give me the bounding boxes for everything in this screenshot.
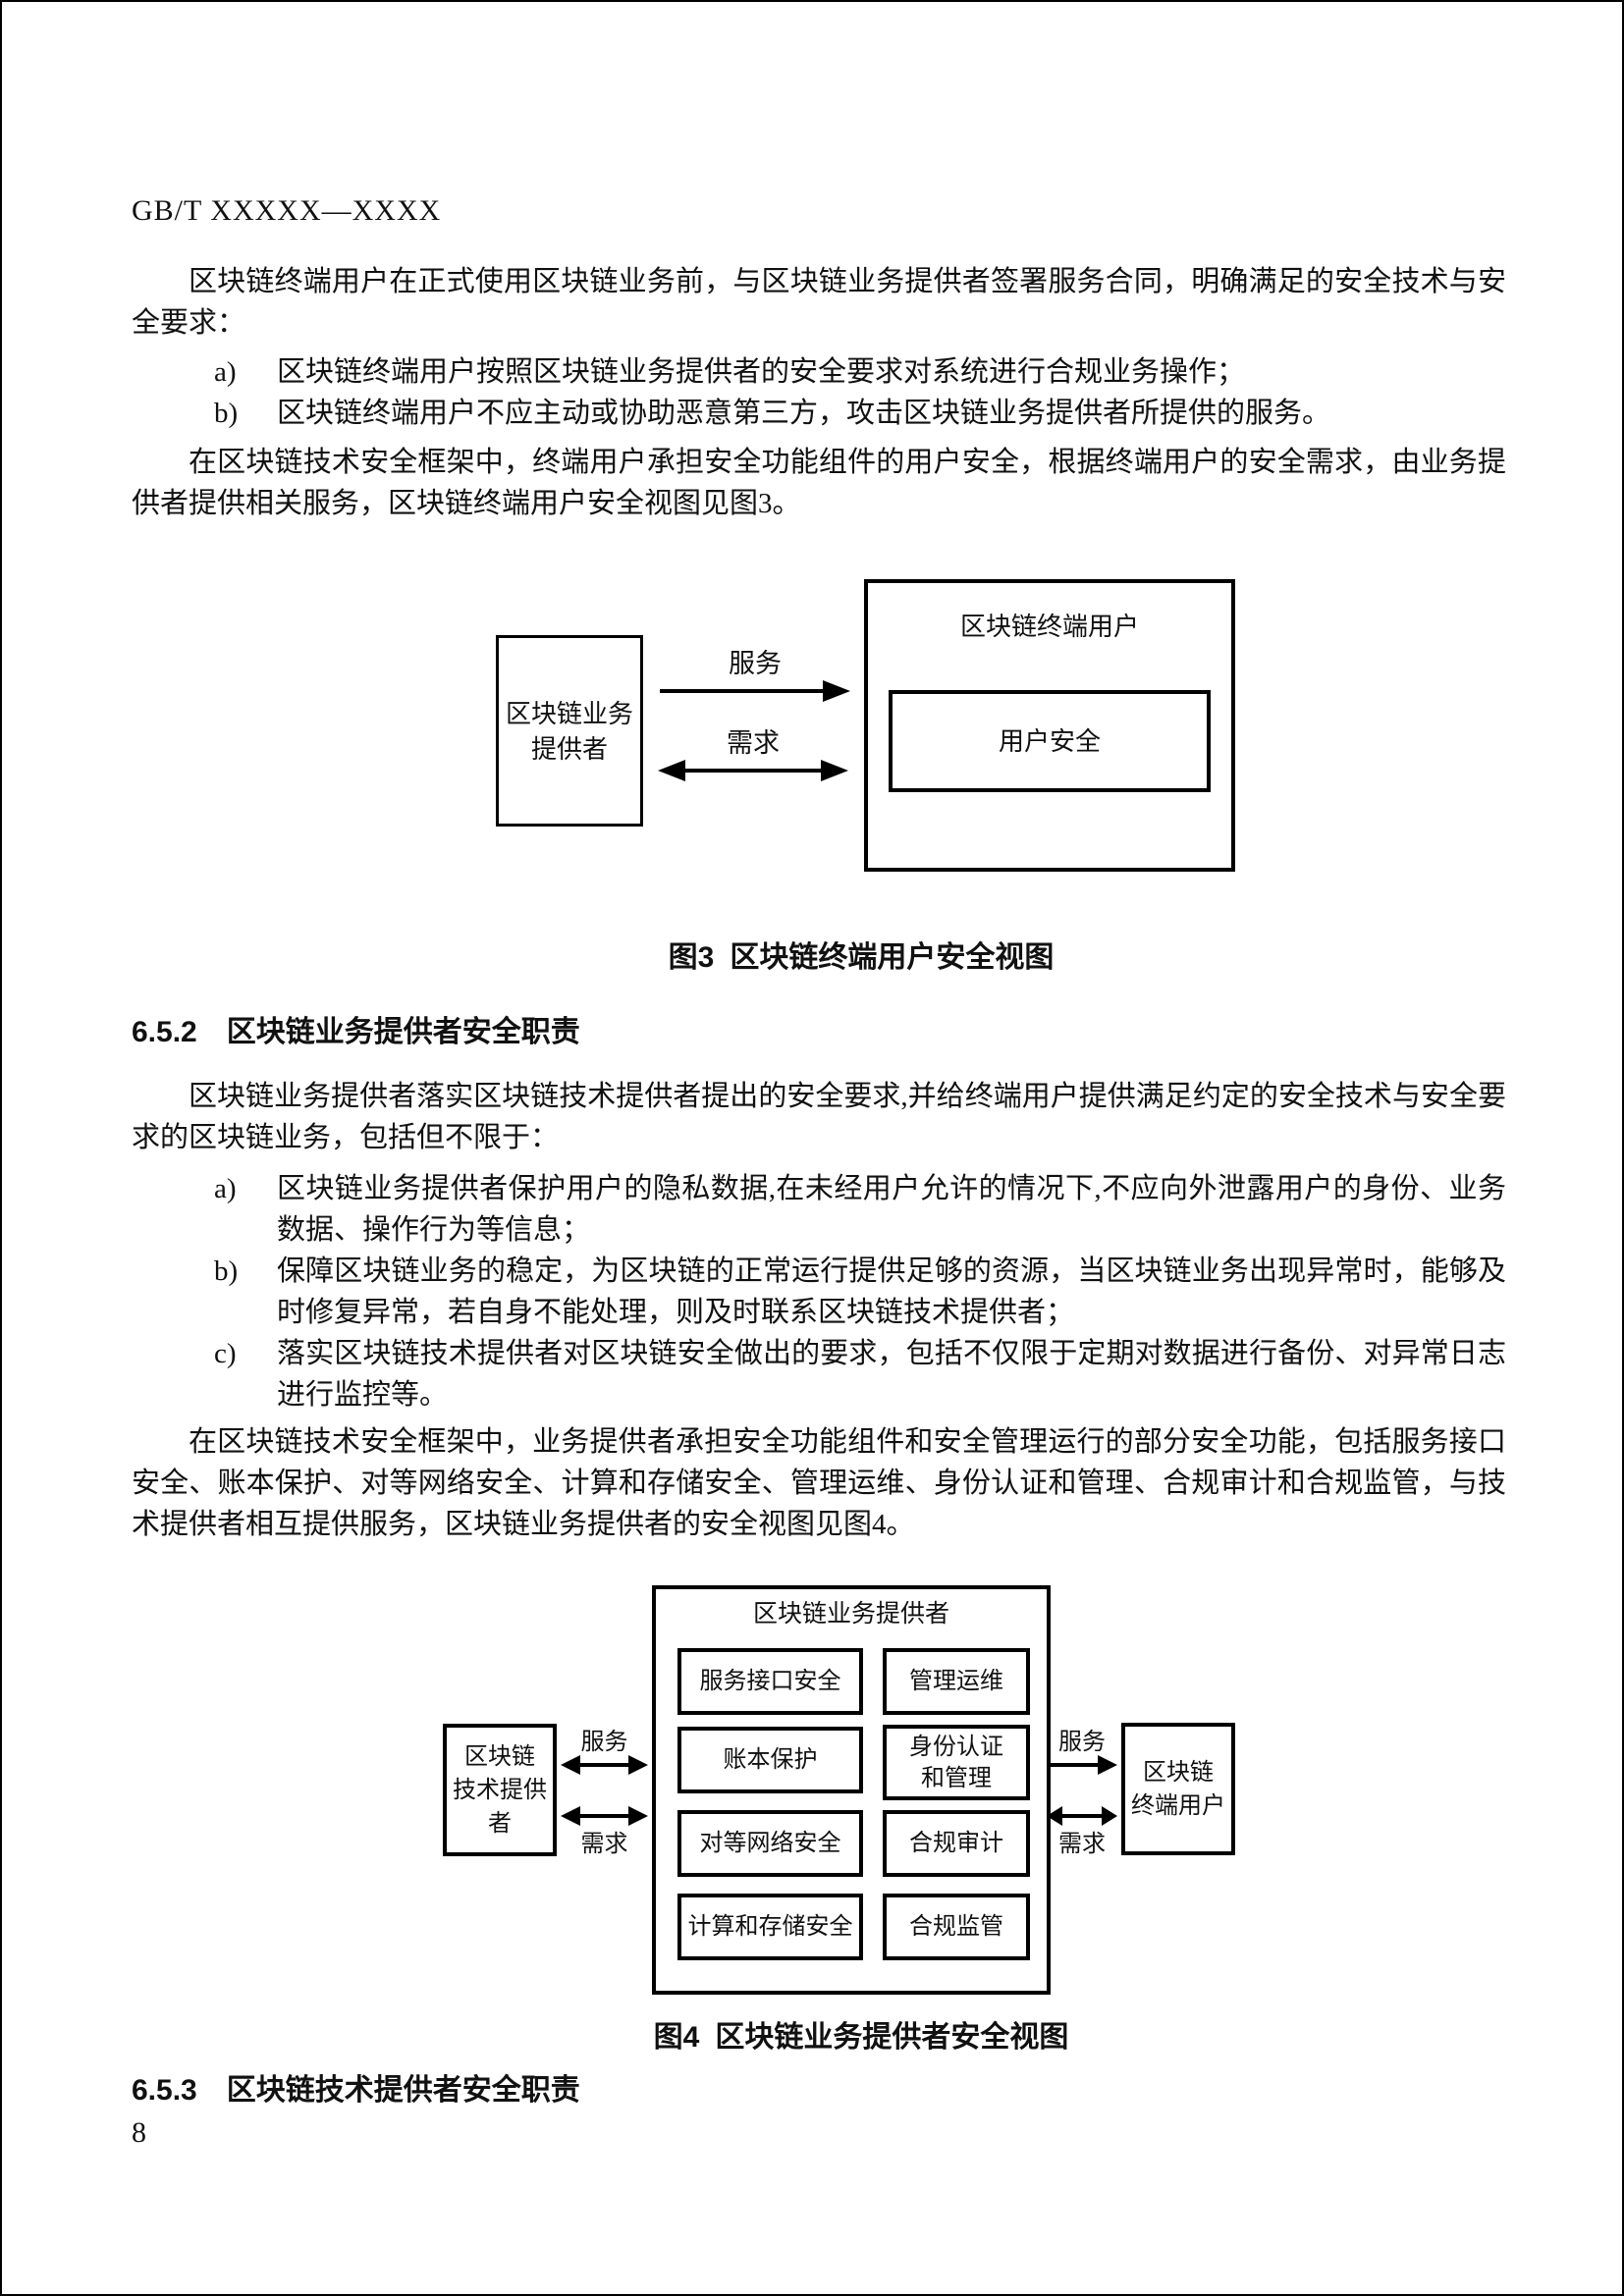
section-652-number: 6.5.2 [132, 1016, 197, 1048]
list-item-label: b) [214, 1255, 239, 1287]
figure4-right-demand-label: 需求 [1058, 1831, 1106, 1857]
section-652-heading: 6.5.2 区块链业务提供者安全职责 [132, 1015, 1506, 1050]
list-item: a) 区块链业务提供者保护用户的隐私数据,在未经用户允许的情况下,不应向外泄露用… [132, 1168, 1506, 1251]
figure3-provider-box: 区块链业务 提供者 [496, 635, 643, 827]
intro-paragraph-2: 在区块链技术安全框架中，终端用户承担安全功能组件的用户安全，根据终端用户的安全需… [132, 447, 1506, 519]
figure4-module-ops-management: 管理运维 [883, 1648, 1030, 1715]
figure4-tech-provider-box: 区块链 技术提供者 [443, 1724, 557, 1856]
list-item-text: 区块链终端用户按照区块链业务提供者的安全要求对系统进行合规业务操作； [277, 356, 1246, 388]
figure4-left-service-arrow-icon [561, 1755, 648, 1775]
section-653-title: 区块链技术提供者安全职责 [226, 2074, 580, 2107]
figure4-module-compute-storage-security: 计算和存储安全 [677, 1894, 863, 1960]
list-item: b) 区块链终端用户不应主动或协助恶意第三方，攻击区块链业务提供者所提供的服务。 [132, 393, 1506, 434]
figure3-caption-number: 图3 [668, 941, 715, 974]
figure3-caption: 图3 区块链终端用户安全视图 [132, 940, 1506, 976]
figure4-left-service-label: 服务 [580, 1729, 628, 1755]
list-item: a) 区块链终端用户按照区块链业务提供者的安全要求对系统进行合规业务操作； [132, 351, 1506, 393]
page-number: 8 [132, 2116, 146, 2149]
list-item: b) 保障区块链业务的稳定，为区块链的正常运行提供足够的资源，当区块链业务出现异… [132, 1251, 1506, 1333]
figure4-module-compliance-audit: 合规审计 [883, 1810, 1030, 1877]
list-item-text: 落实区块链技术提供者对区块链安全做出的要求，包括不仅限于定期对数据进行备份、对异… [277, 1338, 1506, 1411]
document-header: GB/T XXXXX—XXXX [132, 194, 442, 227]
figure3-service-label: 服务 [729, 649, 782, 678]
list-item-label: a) [214, 356, 237, 388]
figure3-caption-title: 区块链终端用户安全视图 [730, 941, 1055, 974]
figure4-left-demand-arrow-icon [561, 1806, 648, 1826]
figure4-module-service-interface: 服务接口安全 [677, 1648, 863, 1715]
figure4-left-demand-label: 需求 [580, 1831, 628, 1857]
figure3-demand-label: 需求 [727, 728, 780, 758]
figure4-diagram: 区块链业务提供者 服务接口安全 管理运维 账本保护 身份认证 和管理 对等网络安… [132, 1575, 1506, 1999]
figure3-diagram: 区块链业务 提供者 区块链终端用户 用户安全 服务 需求 [132, 579, 1506, 874]
section-653-number: 6.5.3 [132, 2074, 197, 2107]
section-653-heading: 6.5.3 区块链技术提供者安全职责 [132, 2073, 1506, 2109]
figure3-demand-arrow-icon [658, 760, 848, 781]
figure4-enduser-box: 区块链 终端用户 [1121, 1723, 1235, 1855]
figure4-module-ledger-protection: 账本保护 [677, 1727, 863, 1793]
list-item-text: 保障区块链业务的稳定，为区块链的正常运行提供足够的资源，当区块链业务出现异常时，… [277, 1255, 1506, 1328]
list-item-label: a) [214, 1173, 237, 1204]
intro-paragraph-1: 区块链终端用户在正式使用区块链业务前，与区块链业务提供者签署服务合同，明确满足的… [132, 266, 1506, 339]
list-item-text: 区块链终端用户不应主动或协助恶意第三方，攻击区块链业务提供者所提供的服务。 [277, 398, 1331, 429]
figure4-right-service-label: 服务 [1058, 1729, 1106, 1755]
intro-list: a) 区块链终端用户按照区块链业务提供者的安全要求对系统进行合规业务操作； b)… [132, 351, 1506, 434]
figure3-user-security-box: 用户安全 [889, 690, 1211, 792]
figure4-right-demand-arrow-icon [1047, 1806, 1117, 1826]
list-item: c) 落实区块链技术提供者对区块链安全做出的要求，包括不仅限于定期对数据进行备份… [132, 1333, 1506, 1415]
figure4-right-service-arrow-icon [1047, 1755, 1117, 1775]
text-column: GB/T XXXXX—XXXX 区块链终端用户在正式使用区块链业务前，与区块链业… [132, 194, 1506, 2150]
section-652-list: a) 区块链业务提供者保护用户的隐私数据,在未经用户允许的情况下,不应向外泄露用… [132, 1168, 1506, 1415]
section-652-paragraph-1: 区块链业务提供者落实区块链技术提供者提出的安全要求,并给终端用户提供满足约定的安… [132, 1081, 1506, 1153]
figure3-service-arrow-icon [660, 680, 850, 702]
figure4-caption-title: 区块链业务提供者安全视图 [715, 2021, 1069, 2054]
figure4-caption-number: 图4 [653, 2021, 700, 2054]
section-652-title: 区块链业务提供者安全职责 [226, 1016, 580, 1048]
list-item-text: 区块链业务提供者保护用户的隐私数据,在未经用户允许的情况下,不应向外泄露用户的身… [277, 1173, 1506, 1246]
figure4-module-compliance-supervision: 合规监管 [883, 1894, 1030, 1960]
section-652-paragraph-2: 在区块链技术安全框架中，业务提供者承担安全功能组件和安全管理运行的部分安全功能，… [132, 1426, 1506, 1540]
list-item-label: b) [214, 398, 239, 429]
figure4-module-p2p-network-security: 对等网络安全 [677, 1810, 863, 1877]
figure4-module-identity-management: 身份认证 和管理 [883, 1725, 1030, 1800]
figure4-provider-title: 区块链业务提供者 [752, 1600, 949, 1628]
figure3-enduser-title: 区块链终端用户 [959, 612, 1139, 641]
figure4-caption: 图4 区块链业务提供者安全视图 [132, 2020, 1506, 2056]
list-item-label: c) [214, 1338, 237, 1369]
